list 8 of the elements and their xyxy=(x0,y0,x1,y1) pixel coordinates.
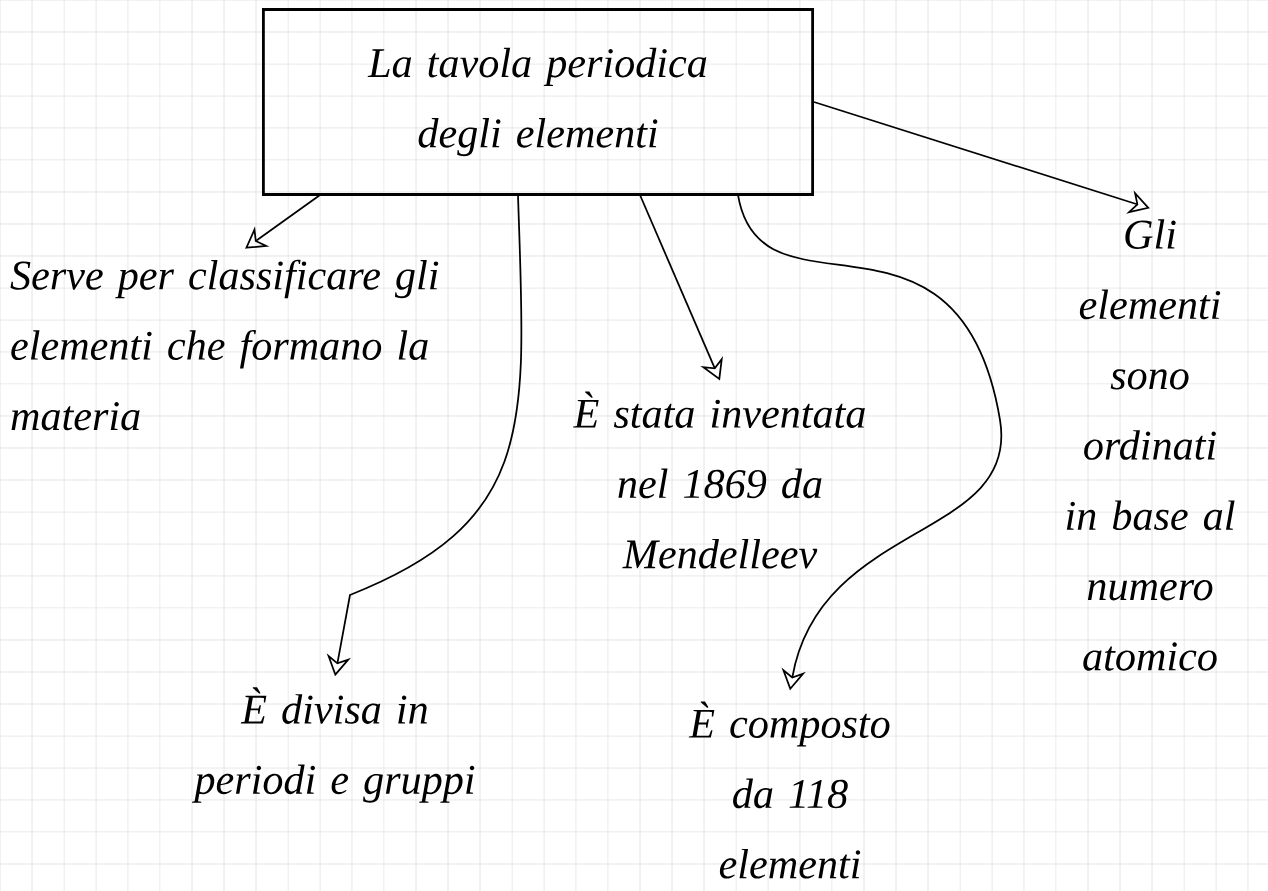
concept-text: Serve per classificare gli elementi che formano la materia xyxy=(10,259,439,431)
concept-text: È composto da 118 elementi xyxy=(688,701,890,879)
concept-text: È stata inventata nel 1869 da Mendelleev xyxy=(573,391,865,569)
title-box: La tavola periodica degli elementi xyxy=(262,8,814,196)
concept-text: È divisa in periodi e gruppi xyxy=(191,687,475,803)
concept-text: Gli elementi sono ordinati in base al numero atomico xyxy=(1066,219,1235,671)
arrow xyxy=(813,101,1150,214)
arrow xyxy=(245,194,321,249)
